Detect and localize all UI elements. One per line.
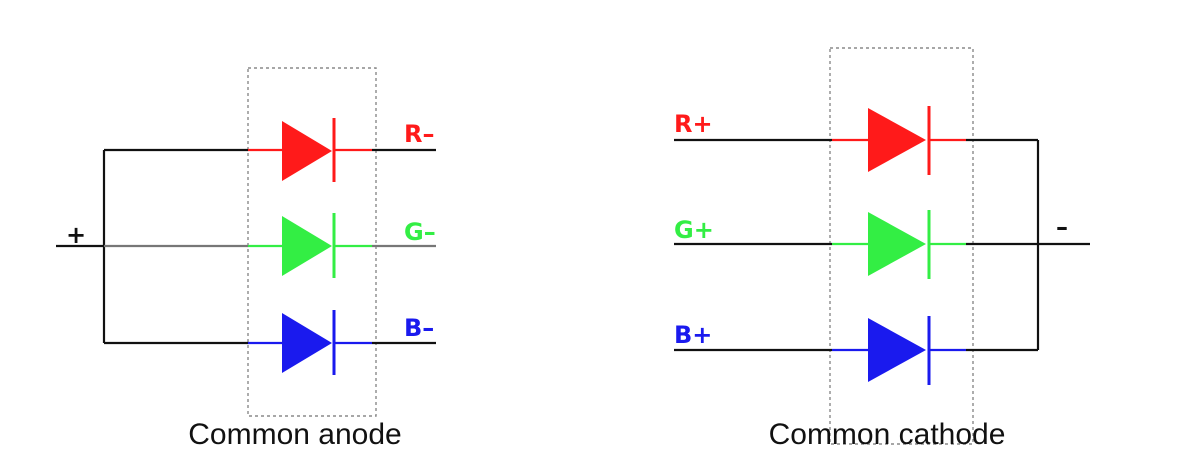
anode-green-label: G– <box>404 218 436 246</box>
red-diode-icon <box>282 121 332 181</box>
anode-blue-channel <box>104 310 436 375</box>
anode-red-channel <box>104 118 436 182</box>
cathode-red-channel <box>674 106 1038 175</box>
cathode-red-label: R+ <box>674 110 713 138</box>
red-diode-icon <box>868 108 926 172</box>
common-anode-diagram: + R– G– B– Common anode <box>56 67 436 451</box>
cathode-blue-label: B+ <box>674 321 712 349</box>
cathode-supply-label: – <box>1056 213 1068 241</box>
cathode-green-channel <box>674 210 1038 279</box>
anode-red-label: R– <box>404 120 434 148</box>
cathode-green-label: G+ <box>674 216 714 244</box>
common-anode-caption: Common anode <box>188 418 401 451</box>
blue-diode-icon <box>282 313 332 373</box>
anode-package-outline <box>247 67 377 417</box>
blue-diode-icon <box>868 318 926 382</box>
common-cathode-diagram: R+ G+ B+ – Common cathode <box>674 47 1090 451</box>
anode-supply-label: + <box>66 221 86 249</box>
anode-green-channel <box>104 213 436 278</box>
green-diode-icon <box>282 216 332 276</box>
anode-blue-label: B– <box>404 314 434 342</box>
green-diode-icon <box>868 212 926 276</box>
cathode-blue-channel <box>674 316 1038 385</box>
common-cathode-caption: Common cathode <box>769 418 1006 451</box>
